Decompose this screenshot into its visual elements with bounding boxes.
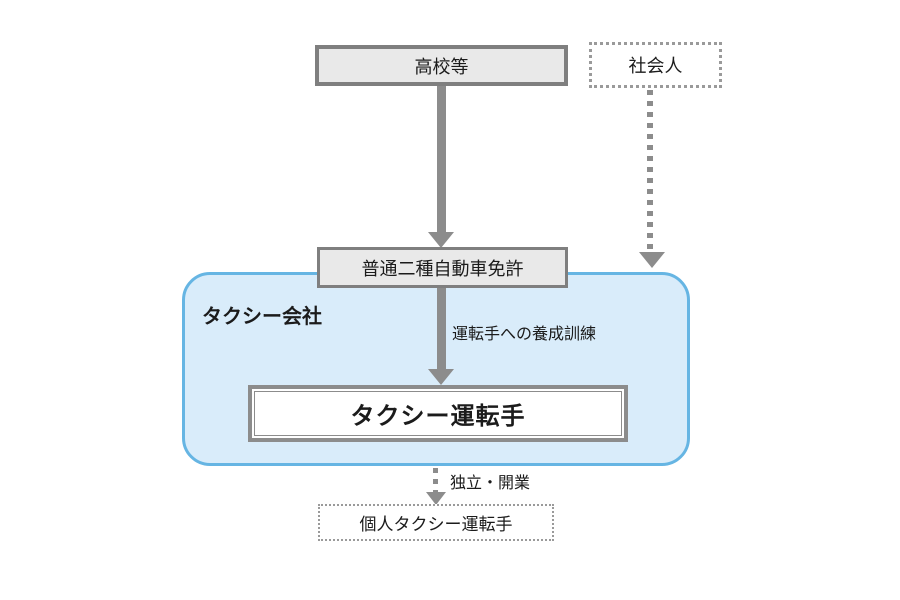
arrow-adult-to-company-head (639, 252, 665, 268)
node-class2-license-label: 普通二種自動車免許 (361, 258, 524, 279)
node-independent-taxi-driver: 個人タクシー運転手 (318, 504, 554, 541)
arrow-license-to-driver-head (428, 369, 454, 385)
arrow-highschool-to-license-head (428, 232, 454, 248)
arrow-company-to-independent-head (426, 492, 446, 505)
arrow-company-to-independent-dotted-shaft (433, 468, 438, 493)
arrow-adult-to-company-dotted-shaft (647, 90, 653, 252)
group-taxi-company-label: タクシー会社 (202, 306, 322, 328)
arrow-highschool-to-license-shaft (437, 86, 446, 233)
node-highschool-label: 高校等 (414, 56, 469, 77)
edge-label-independence: 独立・開業 (450, 475, 531, 492)
node-working-adult: 社会人 (589, 42, 722, 88)
edge-label-training: 運転手への養成訓練 (452, 326, 597, 343)
node-taxi-driver: タクシー運転手 (248, 385, 628, 442)
node-highschool: 高校等 (315, 45, 568, 86)
node-working-adult-label: 社会人 (628, 56, 683, 76)
node-class2-license: 普通二種自動車免許 (317, 247, 568, 288)
node-taxi-driver-inner: タクシー運転手 (254, 391, 622, 436)
node-taxi-driver-label: タクシー運転手 (350, 403, 526, 430)
arrow-license-to-driver-shaft (437, 288, 446, 370)
node-independent-taxi-driver-label: 個人タクシー運転手 (359, 515, 513, 534)
